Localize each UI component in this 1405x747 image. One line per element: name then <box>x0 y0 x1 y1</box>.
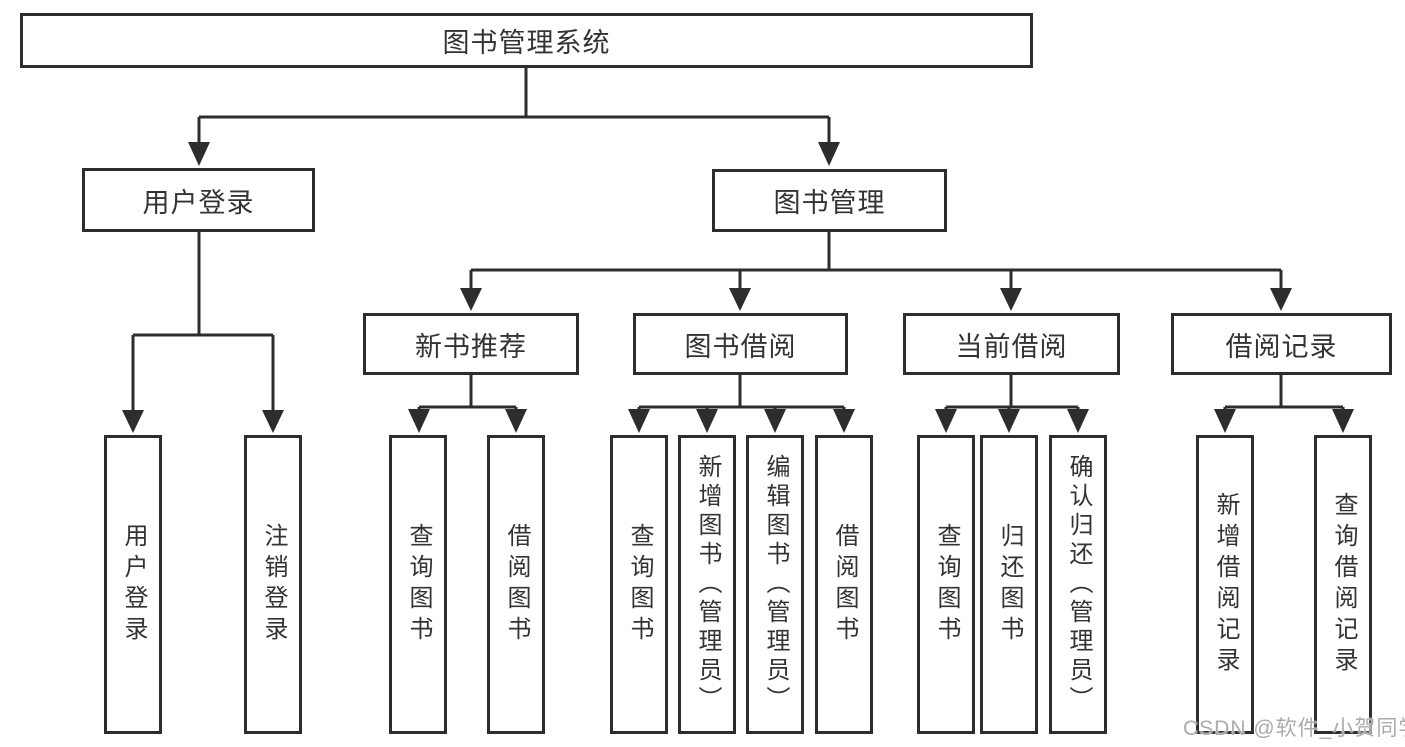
leaf-logout: 注销登录 <box>244 435 302 734</box>
node-label: 图书管理系统 <box>442 28 611 58</box>
node-label: 借阅记录 <box>1225 331 1338 362</box>
node-user-login: 用户登录 <box>82 168 315 232</box>
leaf-label: 新增借阅记录 <box>1212 491 1239 678</box>
leaf-label: 查询图书 <box>626 522 653 647</box>
csdn-watermark: CSDN @软件_小贺同学 <box>1183 717 1405 740</box>
node-library-management-system: 图书管理系统 <box>20 13 1033 68</box>
leaf-borrow-books: 借阅图书 <box>487 435 545 734</box>
node-label: 图书借阅 <box>684 331 797 362</box>
node-book-borrowing: 图书借阅 <box>633 313 848 375</box>
node-label: 图书管理 <box>773 188 886 218</box>
leaf-label: 确认归还（管理员） <box>1065 454 1092 715</box>
node-borrowing-records: 借阅记录 <box>1171 313 1392 375</box>
leaf-user-login: 用户登录 <box>104 435 162 734</box>
leaf-label: 借阅图书 <box>503 522 530 647</box>
node-label: 用户登录 <box>142 187 255 218</box>
leaf-query-books: 查询图书 <box>610 435 668 734</box>
leaf-label: 借阅图书 <box>831 522 858 647</box>
leaf-label: 查询借阅记录 <box>1330 491 1357 678</box>
leaf-label: 查询图书 <box>405 522 432 647</box>
leaf-return-books: 归还图书 <box>980 435 1038 734</box>
leaf-query-borrow-record: 查询借阅记录 <box>1314 435 1372 734</box>
node-label: 新书推荐 <box>415 331 527 362</box>
node-label: 当前借阅 <box>955 331 1068 362</box>
leaf-add-borrow-record: 新增借阅记录 <box>1196 435 1254 734</box>
leaf-label: 用户登录 <box>120 522 147 647</box>
node-new-book-recommendation: 新书推荐 <box>363 313 579 375</box>
leaf-label: 编辑图书（管理员） <box>762 454 789 715</box>
leaf-label: 新增图书（管理员） <box>694 454 721 715</box>
node-book-management: 图书管理 <box>712 169 947 232</box>
leaf-query-books: 查询图书 <box>917 435 975 734</box>
leaf-label: 归还图书 <box>996 522 1023 647</box>
leaf-add-books-admin: 新增图书（管理员） <box>678 435 736 734</box>
leaf-confirm-return-admin: 确认归还（管理员） <box>1049 435 1107 734</box>
leaf-borrow-books: 借阅图书 <box>815 435 873 734</box>
leaf-query-books: 查询图书 <box>389 435 447 734</box>
leaf-edit-books-admin: 编辑图书（管理员） <box>746 435 804 734</box>
node-current-borrowing: 当前借阅 <box>903 313 1120 375</box>
leaf-label: 注销登录 <box>260 522 287 647</box>
leaf-label: 查询图书 <box>933 522 960 647</box>
